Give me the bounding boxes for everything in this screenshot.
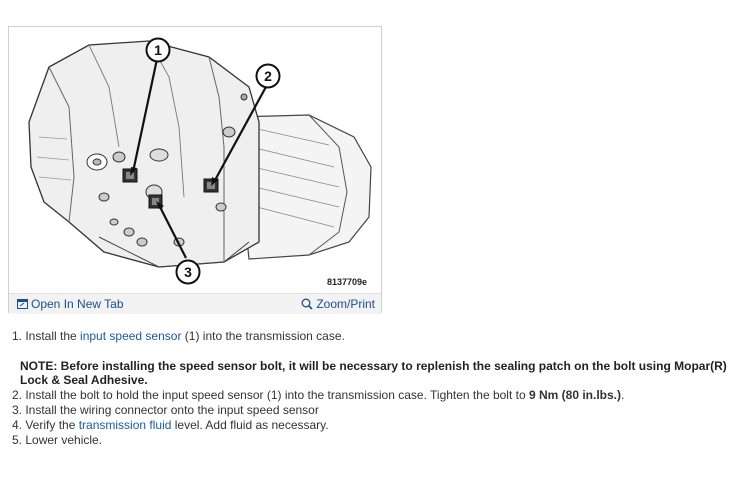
step-4-prefix: 4. Verify the [12, 418, 79, 432]
callout-2-label: 2 [264, 68, 272, 84]
callout-1-label: 1 [154, 42, 162, 58]
step-3: 3. Install the wiring connector onto the… [12, 403, 319, 417]
figure-id: 8137709e [326, 277, 367, 287]
step-2-suffix: . [621, 388, 625, 402]
step-1-suffix: (1) into the transmission case. [181, 329, 345, 343]
transmission-fluid-link[interactable]: transmission fluid [78, 418, 172, 432]
transmission-illustration [28, 40, 372, 268]
figure-toolbar: Open In New Tab Zoom/Print [9, 293, 381, 314]
step-1-prefix: 1. Install the [12, 329, 81, 343]
zoom-print-link[interactable]: Zoom/Print [301, 297, 375, 311]
callout-3-label: 3 [184, 264, 192, 280]
open-in-new-tab-label: Open In New Tab [31, 297, 124, 311]
step-1: 1. Install the input speed sensor (1) in… [12, 329, 345, 344]
transmission-figure: 1 2 3 8137709e Open In New Tab Zoom/Prin… [8, 26, 382, 314]
zoom-print-label: Zoom/Print [316, 297, 375, 311]
external-window-icon [17, 299, 28, 309]
step-2-prefix: 2. Install the bolt to hold the input sp… [12, 388, 529, 402]
callout-3: 3 [175, 259, 201, 285]
magnifier-icon [301, 298, 313, 310]
step-2: 2. Install the bolt to hold the input sp… [12, 388, 624, 403]
step-4-suffix: level. Add fluid as necessary. [171, 418, 329, 432]
note-text: NOTE: Before installing the speed sensor… [20, 359, 727, 387]
input-speed-sensor-link[interactable]: input speed sensor [80, 329, 182, 343]
torque-value: 9 Nm (80 in.lbs.) [528, 388, 622, 402]
open-in-new-tab-link[interactable]: Open In New Tab [17, 297, 124, 311]
callout-1: 1 [145, 37, 171, 63]
step-4: 4. Verify the transmission fluid level. … [12, 418, 329, 433]
callout-2: 2 [255, 63, 281, 89]
step-5: 5. Lower vehicle. [12, 433, 103, 447]
